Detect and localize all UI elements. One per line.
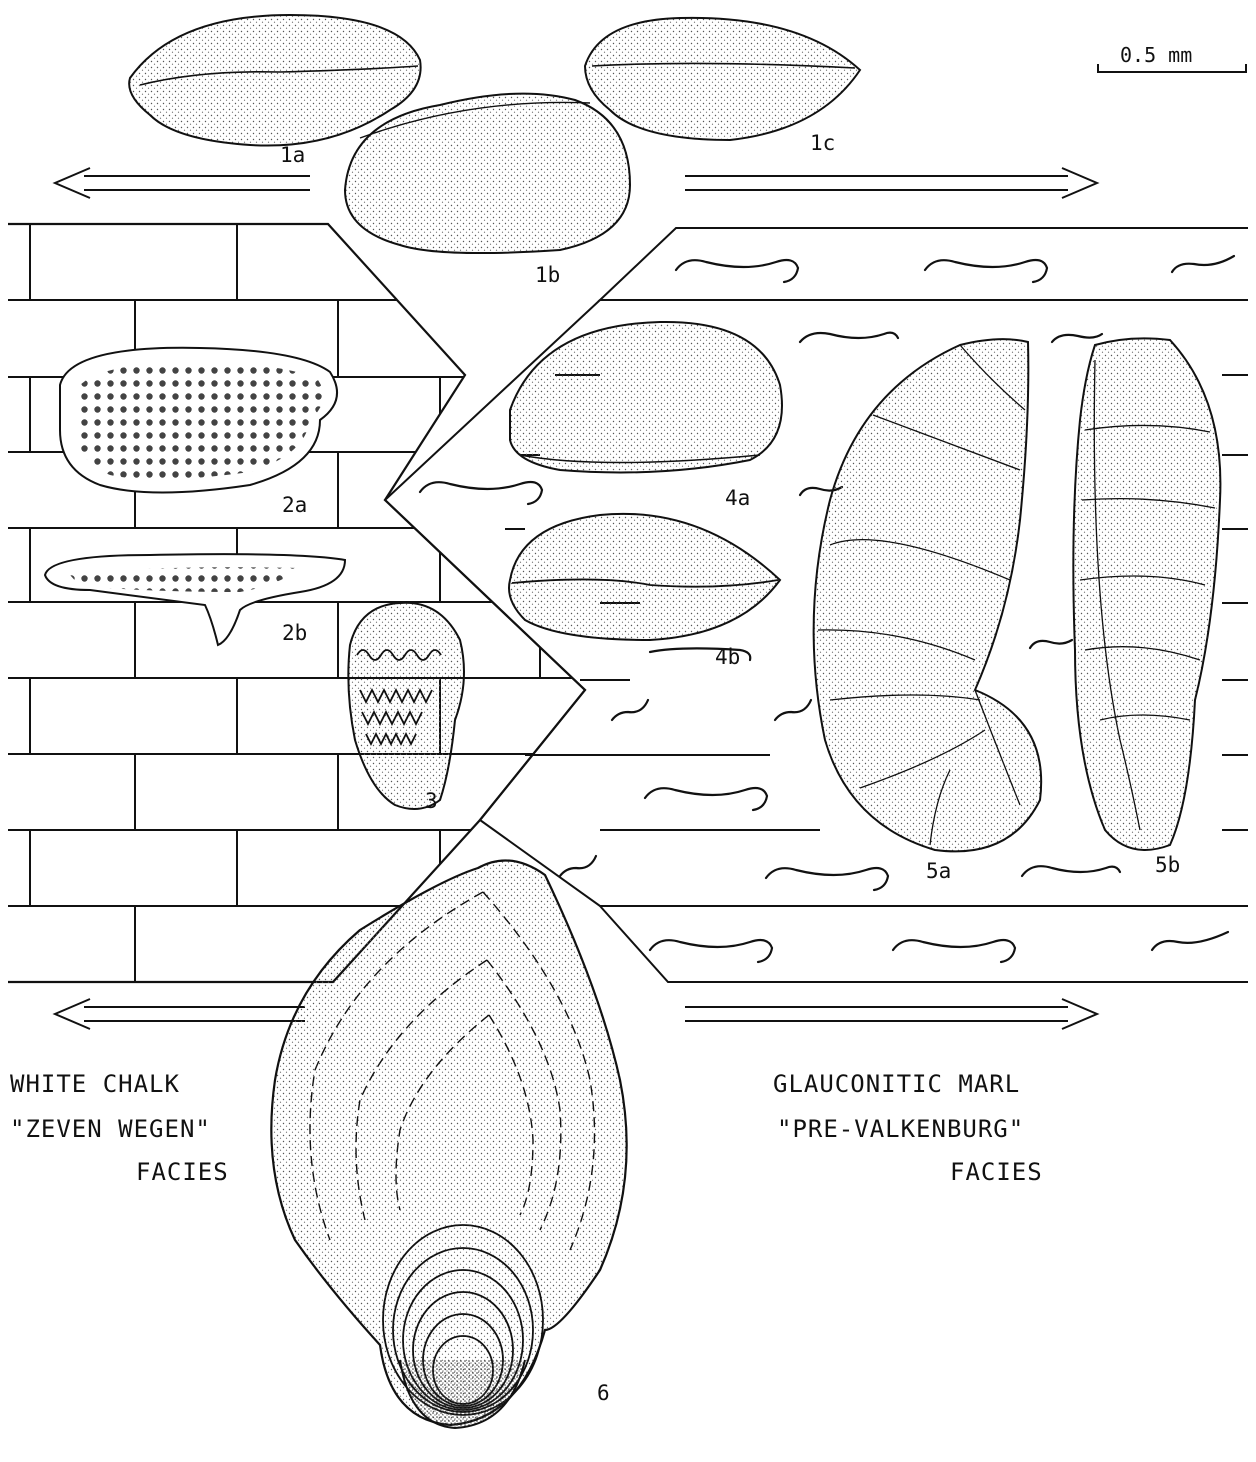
arrow-right-bottom: [685, 999, 1097, 1029]
facies-right-line2: "PRE-VALKENBURG": [777, 1115, 1024, 1143]
specimen-5a: [814, 339, 1042, 851]
facies-right: GLAUCONITIC MARL "PRE-VALKENBURG" FACIES: [773, 1070, 1043, 1186]
specimen-4b: [509, 514, 780, 640]
facies-left-line1: WHITE CHALK: [10, 1070, 180, 1098]
label-6: 6: [597, 1381, 610, 1405]
label-4b: 4b: [715, 645, 740, 669]
label-1a: 1a: [280, 143, 305, 167]
facies-right-line3: FACIES: [950, 1158, 1043, 1186]
facies-left-line3: FACIES: [136, 1158, 229, 1186]
label-3: 3: [425, 789, 438, 813]
label-1c: 1c: [810, 131, 835, 155]
scale-bar: 0.5 mm: [1098, 43, 1246, 72]
scale-bar-label: 0.5 mm: [1120, 43, 1192, 67]
specimen-3: [348, 603, 464, 809]
specimen-2a: [60, 348, 337, 493]
facies-right-line1: GLAUCONITIC MARL: [773, 1070, 1020, 1098]
facies-left: WHITE CHALK "ZEVEN WEGEN" FACIES: [10, 1070, 229, 1186]
arrow-left-top: [55, 168, 310, 198]
label-5b: 5b: [1155, 853, 1180, 877]
label-2a: 2a: [282, 493, 307, 517]
specimen-1a: [129, 15, 420, 146]
label-5a: 5a: [926, 859, 951, 883]
specimen-1c: [585, 18, 860, 140]
label-2b: 2b: [282, 621, 307, 645]
label-1b: 1b: [535, 263, 560, 287]
arrow-left-bottom: [55, 999, 305, 1029]
label-4a: 4a: [725, 486, 750, 510]
facies-left-line2: "ZEVEN WEGEN": [10, 1115, 211, 1143]
specimen-1b: [345, 94, 630, 253]
specimen-6: [271, 860, 626, 1428]
specimen-5b: [1073, 338, 1220, 850]
arrow-right-top: [685, 168, 1097, 198]
